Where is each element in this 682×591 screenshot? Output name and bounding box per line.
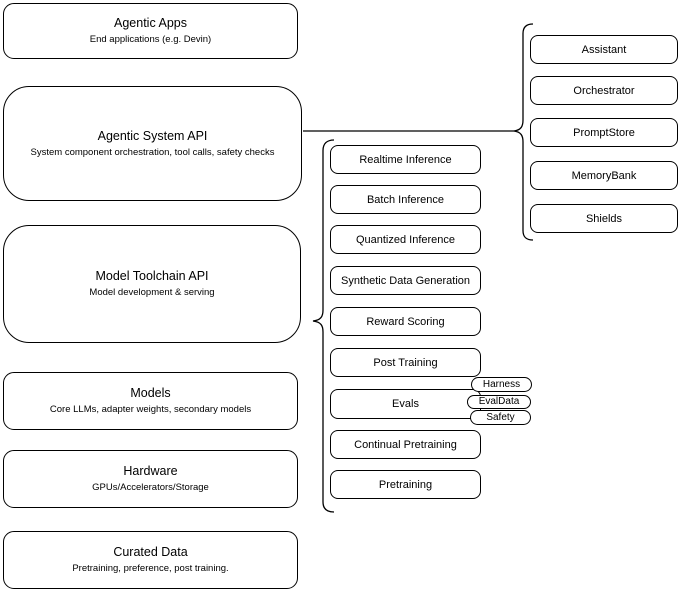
node-title: Orchestrator [573, 84, 635, 97]
evals-tag-safety: Safety [470, 410, 531, 425]
diagram-node-post-training: Post Training [330, 348, 481, 377]
diagram-node-curated-data: Curated Data Pretraining, preference, po… [3, 531, 298, 589]
diagram-node-realtime-inference: Realtime Inference [330, 145, 481, 174]
node-title: Agentic System API [97, 128, 208, 143]
node-subtitle: Pretraining, preference, post training. [72, 563, 229, 575]
tag-label: Safety [486, 411, 515, 423]
node-subtitle: System component orchestration, tool cal… [30, 146, 275, 158]
node-title: Post Training [373, 356, 438, 369]
diagram-node-hardware: Hardware GPUs/Accelerators/Storage [3, 450, 298, 508]
node-title: Evals [392, 398, 419, 410]
node-title: Shields [585, 212, 623, 225]
diagram-node-orchestrator: Orchestrator [530, 76, 678, 105]
node-title: Continual Pretraining [354, 438, 457, 451]
tag-label: Harness [482, 378, 521, 390]
node-title: Assistant [581, 43, 627, 56]
node-title: MemoryBank [571, 169, 637, 182]
node-title: Realtime Inference [359, 153, 452, 166]
node-title: Batch Inference [366, 193, 445, 206]
diagram-node-agentic-apps: Agentic Apps End applications (e.g. Devi… [3, 3, 298, 59]
diagram-node-models: Models Core LLMs, adapter weights, secon… [3, 372, 298, 430]
node-title: Quantized Inference [355, 233, 456, 246]
node-subtitle: End applications (e.g. Devin) [89, 34, 212, 46]
diagram-node-assistant: Assistant [530, 35, 678, 64]
node-title: Models [130, 386, 171, 401]
diagram-node-memorybank: MemoryBank [530, 161, 678, 190]
node-subtitle: Model development & serving [89, 287, 215, 299]
diagram-node-promptstore: PromptStore [530, 118, 678, 147]
node-title: Agentic Apps [114, 16, 187, 31]
node-title: Reward Scoring [366, 315, 445, 328]
node-title: Pretraining [378, 478, 433, 491]
evals-tag-harness: Harness [471, 377, 532, 392]
node-title: PromptStore [573, 126, 635, 139]
node-subtitle: GPUs/Accelerators/Storage [92, 482, 209, 494]
tag-label: EvalData [478, 396, 520, 407]
diagram-node-continual-pretraining: Continual Pretraining [330, 430, 481, 459]
node-subtitle: Core LLMs, adapter weights, secondary mo… [49, 404, 252, 416]
diagram-node-evals: Evals [330, 389, 481, 419]
diagram-node-synthetic-data-generation: Synthetic Data Generation [330, 266, 481, 295]
node-title: Model Toolchain API [95, 269, 209, 284]
node-title: Curated Data [113, 545, 188, 560]
diagram-node-agentic-system-api: Agentic System API System component orch… [3, 86, 302, 201]
diagram-node-batch-inference: Batch Inference [330, 185, 481, 214]
diagram-node-pretraining: Pretraining [330, 470, 481, 499]
diagram-node-quantized-inference: Quantized Inference [330, 225, 481, 254]
node-title: Synthetic Data Generation [340, 274, 471, 287]
diagram-node-model-toolchain-api: Model Toolchain API Model development & … [3, 225, 301, 343]
diagram-node-shields: Shields [530, 204, 678, 233]
evals-tag-evaldata: EvalData [467, 395, 531, 409]
node-title: Hardware [123, 464, 178, 479]
diagram-node-reward-scoring: Reward Scoring [330, 307, 481, 336]
